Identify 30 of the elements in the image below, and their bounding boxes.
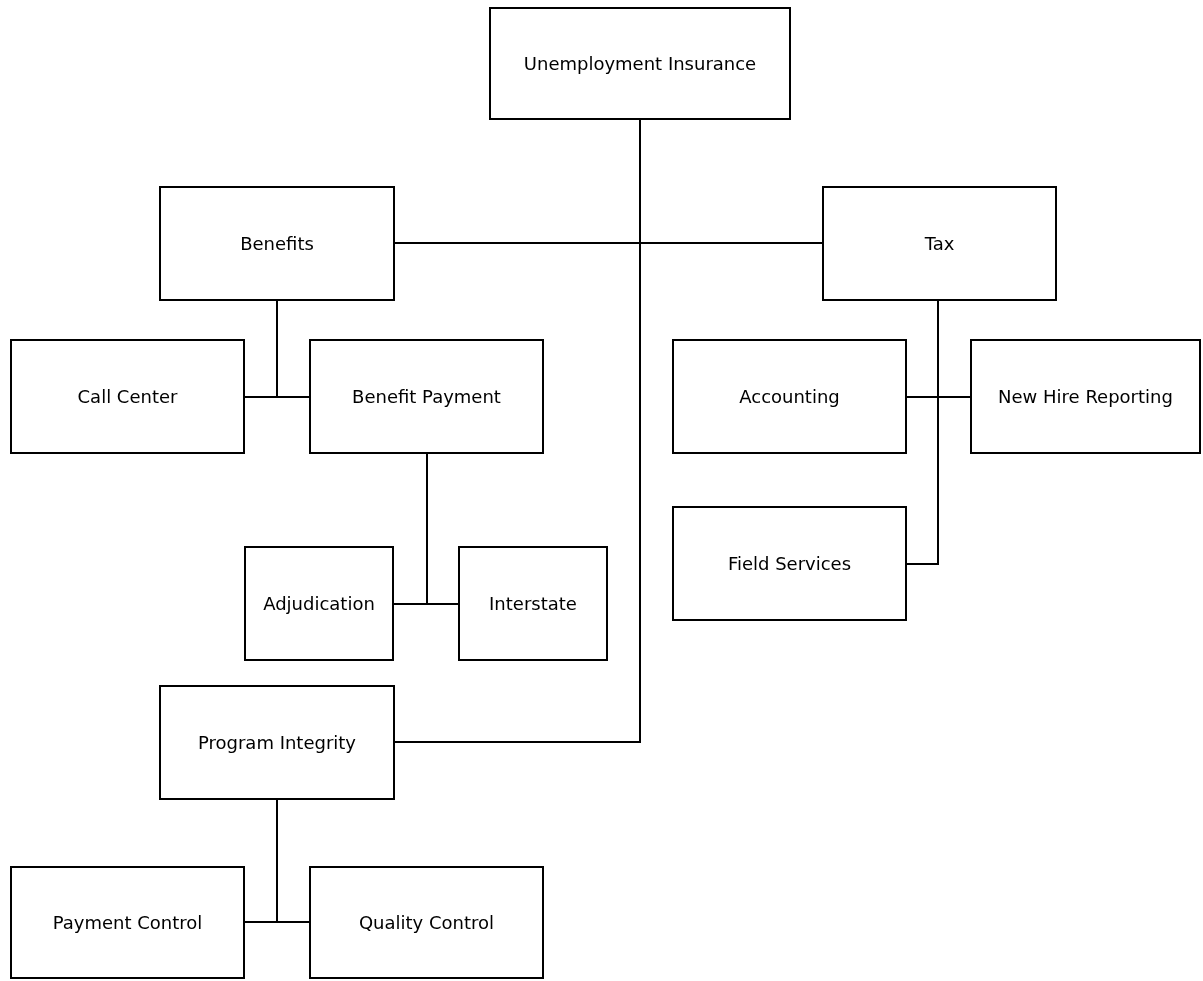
org-box: [159, 685, 395, 800]
org-box: [244, 546, 394, 661]
org-box: [970, 339, 1201, 454]
unit-name: Unemployment Insurance: [523, 53, 757, 74]
unit-name: Field Services: [727, 553, 852, 574]
org-box: [10, 866, 245, 979]
org-box: [458, 546, 608, 661]
org-box: [309, 339, 544, 454]
unit-name: Benefit Payment: [352, 386, 501, 407]
unit-name: Tax: [924, 233, 955, 254]
org-box: [309, 866, 544, 979]
connector-line: [276, 300, 310, 398]
connector-line: [906, 300, 939, 565]
org-box: [10, 339, 245, 454]
org-box: [672, 339, 907, 454]
unit-name: Payment Control: [52, 912, 203, 933]
org-box: [159, 186, 395, 301]
unit-name: Interstate: [489, 593, 577, 614]
unit-name: Benefits: [240, 233, 314, 254]
unit-name: Call Center: [77, 386, 178, 407]
unit-name: Adjudication: [263, 593, 375, 614]
connector-line: [276, 799, 310, 923]
org-box: [489, 7, 791, 120]
unit-name: Quality Control: [358, 912, 495, 933]
unit-name: Accounting: [739, 386, 840, 407]
unit-name: Program Integrity: [197, 732, 357, 753]
unit-name: New Hire Reporting: [998, 386, 1173, 407]
org-box: [672, 506, 907, 621]
org-box: [822, 186, 1057, 301]
connector-line: [426, 453, 459, 605]
